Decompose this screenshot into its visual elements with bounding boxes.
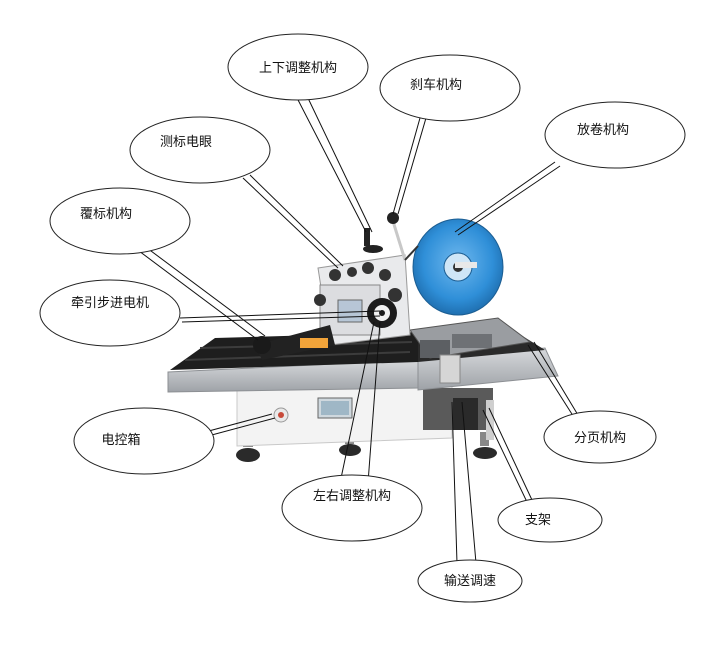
control-box-body bbox=[236, 377, 453, 447]
brake-arm bbox=[387, 212, 407, 261]
label-unwind: 放卷机构 bbox=[577, 122, 629, 138]
callout-leftright: 左右调整机构 bbox=[281, 474, 423, 542]
label-stepper: 牵引步进电机 bbox=[71, 296, 149, 311]
leader-lines bbox=[134, 95, 582, 564]
label-cover: 覆标机构 bbox=[80, 207, 132, 222]
labeling-head bbox=[253, 228, 411, 360]
callout-sensor: 测标电眼 bbox=[129, 116, 271, 184]
label-separator: 分页机构 bbox=[574, 431, 626, 446]
unwind-reel bbox=[404, 218, 504, 316]
callout-stand: 支架 bbox=[497, 497, 603, 543]
label-stand: 支架 bbox=[525, 513, 551, 528]
callout-stepper: 牵引步进电机 bbox=[39, 279, 181, 347]
separator-mechanism-body bbox=[409, 317, 532, 384]
callout-brake: 刹车机构 bbox=[379, 54, 521, 122]
callout-unwind: 放卷机构 bbox=[544, 101, 686, 169]
callout-conveyor-speed: 输送调速 bbox=[417, 559, 523, 603]
callout-separator: 分页机构 bbox=[543, 410, 657, 464]
labeling-machine bbox=[167, 212, 559, 462]
label-conveyor-speed: 输送调速 bbox=[444, 573, 496, 589]
callout-control-box: 电控箱 bbox=[73, 407, 215, 475]
label-updown: 上下调整机构 bbox=[259, 61, 337, 76]
label-sensor: 测标电眼 bbox=[160, 135, 212, 150]
callout-updown: 上下调整机构 bbox=[227, 33, 369, 101]
label-brake: 刹车机构 bbox=[410, 77, 462, 93]
label-control-box: 电控箱 bbox=[101, 432, 140, 448]
callout-cover: 覆标机构 bbox=[49, 187, 191, 255]
label-leftright: 左右调整机构 bbox=[313, 489, 391, 504]
stand-frame bbox=[423, 388, 494, 440]
